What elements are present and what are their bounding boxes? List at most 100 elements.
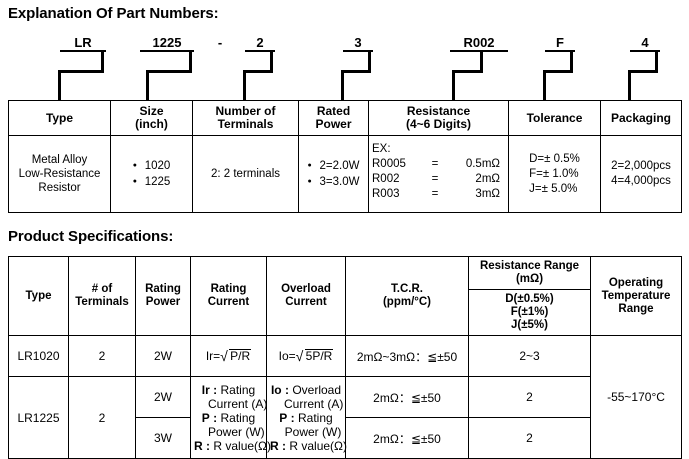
legend-text-line2: Current (A) <box>284 396 344 411</box>
header-spec-rating-power: Rating Power <box>135 256 191 336</box>
list-item: R003=3mΩ <box>372 187 500 202</box>
legend-separator: : <box>206 438 211 453</box>
cell-rating-current-legend: Ir : Rating Current (A) P : Rating Power… <box>190 376 271 459</box>
packaging-option-list: 2=2,000pcs 4=4,000pcs <box>611 159 671 189</box>
list-item: R : R value(Ω) <box>270 438 347 453</box>
part-number-token-size: 1225 <box>140 36 194 52</box>
header-resistance-range-unit: (mΩ) <box>515 273 544 285</box>
legend-text-line1: R value(Ω) <box>213 438 272 453</box>
list-item: P : Rating <box>194 411 263 425</box>
sqrt-icon: 5P/R <box>296 348 334 364</box>
list-item: Current (A) <box>194 397 267 411</box>
leader-line-terminals-arm <box>243 70 273 73</box>
leader-line-power-stem <box>368 52 371 73</box>
formula-lhs: Io= <box>278 349 296 363</box>
header-rating-current-line2: Current <box>207 296 250 308</box>
legend-symbol: R <box>194 438 203 453</box>
leader-line-packaging-arm <box>628 70 658 73</box>
leader-line-size-stem <box>189 52 192 73</box>
header-spec-tcr: T.C.R. (ppm/°C) <box>345 256 469 336</box>
resistance-code-r0005: R0005 <box>372 158 406 170</box>
cell-tolerance-value: D=± 0.5% F=± 1.0% J=± 5.0% <box>508 135 601 213</box>
cell-spec-type: LR1020 <box>8 335 69 377</box>
header-op-temp-line3: Range <box>618 302 654 315</box>
header-rating-current-line1: Rating <box>210 283 247 295</box>
header-terminals-line2: Terminals <box>217 117 274 131</box>
page-title-product-specs: Product Specifications: <box>8 228 174 245</box>
list-item: P : Rating <box>270 411 342 425</box>
leader-line-power-arm <box>341 70 371 73</box>
legend-separator: : <box>213 410 218 425</box>
header-type: Type <box>8 100 111 136</box>
header-packaging-label: Packaging <box>610 110 672 125</box>
list-item: R002=2mΩ <box>372 172 500 187</box>
legend-symbol: Ir <box>201 382 210 397</box>
legend-symbol: Io <box>270 382 282 397</box>
cell-size-value: 1020 1225 <box>110 135 193 213</box>
resistance-example-list: EX: R0005=0.5mΩ R002=2mΩ R003=3mΩ <box>372 142 500 202</box>
cell-type-value: Metal Alloy Low-Resistance Resistor <box>8 135 111 213</box>
legend-text-line2: Current (A) <box>208 396 268 411</box>
legend-text-line1: Rating <box>298 410 333 425</box>
packaging-option-4000: 4=4,000pcs <box>611 175 671 187</box>
header-spec-resistance-range: Resistance Range (mΩ) D(±0.5%) F(±1%) J(… <box>468 256 591 336</box>
cell-spec-tcr: 2mΩ：≦±50 <box>345 417 469 459</box>
list-item: 3=3.0W <box>308 176 360 188</box>
list-item: Ir : Rating <box>194 383 263 397</box>
cell-rating-current-formula: Ir=P/R <box>190 335 267 377</box>
header-tolerance-label: Tolerance <box>526 110 583 125</box>
tolerance-option-list: D=± 0.5% F=± 1.0% J=± 5.0% <box>529 152 580 197</box>
bullet-icon <box>133 158 145 174</box>
header-resistance-range-title: Resistance Range (mΩ) <box>469 257 590 290</box>
legend-separator: : <box>213 382 218 397</box>
header-spec-overload-current: Overload Current <box>266 256 346 336</box>
header-tolerance: Tolerance <box>508 100 601 136</box>
formula-radicand: P/R <box>229 349 252 363</box>
power-option-list: 2=2.0W 3=3.0W <box>308 158 360 190</box>
legend-text-line1: Rating <box>220 382 256 397</box>
tolerance-option-j: J=± 5.0% <box>529 182 578 195</box>
list-item: R : R value(Ω) <box>194 438 271 453</box>
cell-type-line1: Metal Alloy <box>31 154 88 166</box>
cell-spec-resistance-range: 2 <box>468 417 591 459</box>
leader-line-terminals-drop <box>243 70 246 101</box>
leader-line-packaging-drop <box>628 70 631 101</box>
header-tcr-line1: T.C.R. <box>391 283 423 295</box>
cell-spec-resistance-range: 2~3 <box>468 335 591 377</box>
cell-terminals-value: 2: 2 terminals <box>192 135 299 213</box>
power-option-2w: 2=2.0W <box>319 160 360 172</box>
cell-spec-rating-power: 3W <box>135 417 191 459</box>
header-terminals-line1: # of <box>91 283 113 295</box>
resistance-example-label: EX: <box>372 143 391 155</box>
header-resistance-line1: Resistance <box>406 104 471 118</box>
list-item: Power (W) <box>270 425 342 439</box>
size-option-list: 1020 1225 <box>133 158 171 190</box>
leader-line-packaging-stem <box>655 52 658 73</box>
header-overload-current-line1: Overload <box>281 283 331 295</box>
cell-packaging-value: 2=2,000pcs 4=4,000pcs <box>600 135 682 213</box>
cell-spec-terminals: 2 <box>68 335 136 377</box>
legend-text-line1: Rating <box>220 410 256 425</box>
table-row: LR1225 2 2W Ir : Rating Current (A) P : … <box>8 376 682 459</box>
table-header-row: Type # of Terminals Rating Power Rating … <box>8 256 682 336</box>
resistance-value-r003: 3mΩ <box>475 188 500 200</box>
resistance-value-r002: 2mΩ <box>475 173 500 185</box>
header-tol-d: D(±0.5%) <box>505 293 554 305</box>
cell-spec-rating-power: 2W <box>135 376 191 418</box>
cell-rated-power-value: 2=2.0W 3=3.0W <box>298 135 369 213</box>
bullet-icon <box>308 174 320 190</box>
table-header-row: Type Size (inch) Number of Terminals Rat… <box>8 100 682 136</box>
legend-separator: : <box>282 438 287 453</box>
leader-line-resistance-stem <box>480 52 483 73</box>
equals-sign: = <box>431 173 439 185</box>
header-rating-power-line1: Rating <box>145 283 181 295</box>
cell-resistance-value: EX: R0005=0.5mΩ R002=2mΩ R003=3mΩ <box>368 135 509 213</box>
leader-line-resistance-arm <box>452 70 483 73</box>
power-option-3w: 3=3.0W <box>319 176 360 188</box>
tolerance-option-d: D=± 0.5% <box>529 152 580 165</box>
header-spec-type: Type <box>8 256 69 336</box>
cell-spec-terminals: 2 <box>68 376 136 459</box>
legend-text-line2: Power (W) <box>284 424 342 439</box>
header-spec-rating-current: Rating Current <box>190 256 267 336</box>
legend-symbol: P <box>201 410 210 425</box>
